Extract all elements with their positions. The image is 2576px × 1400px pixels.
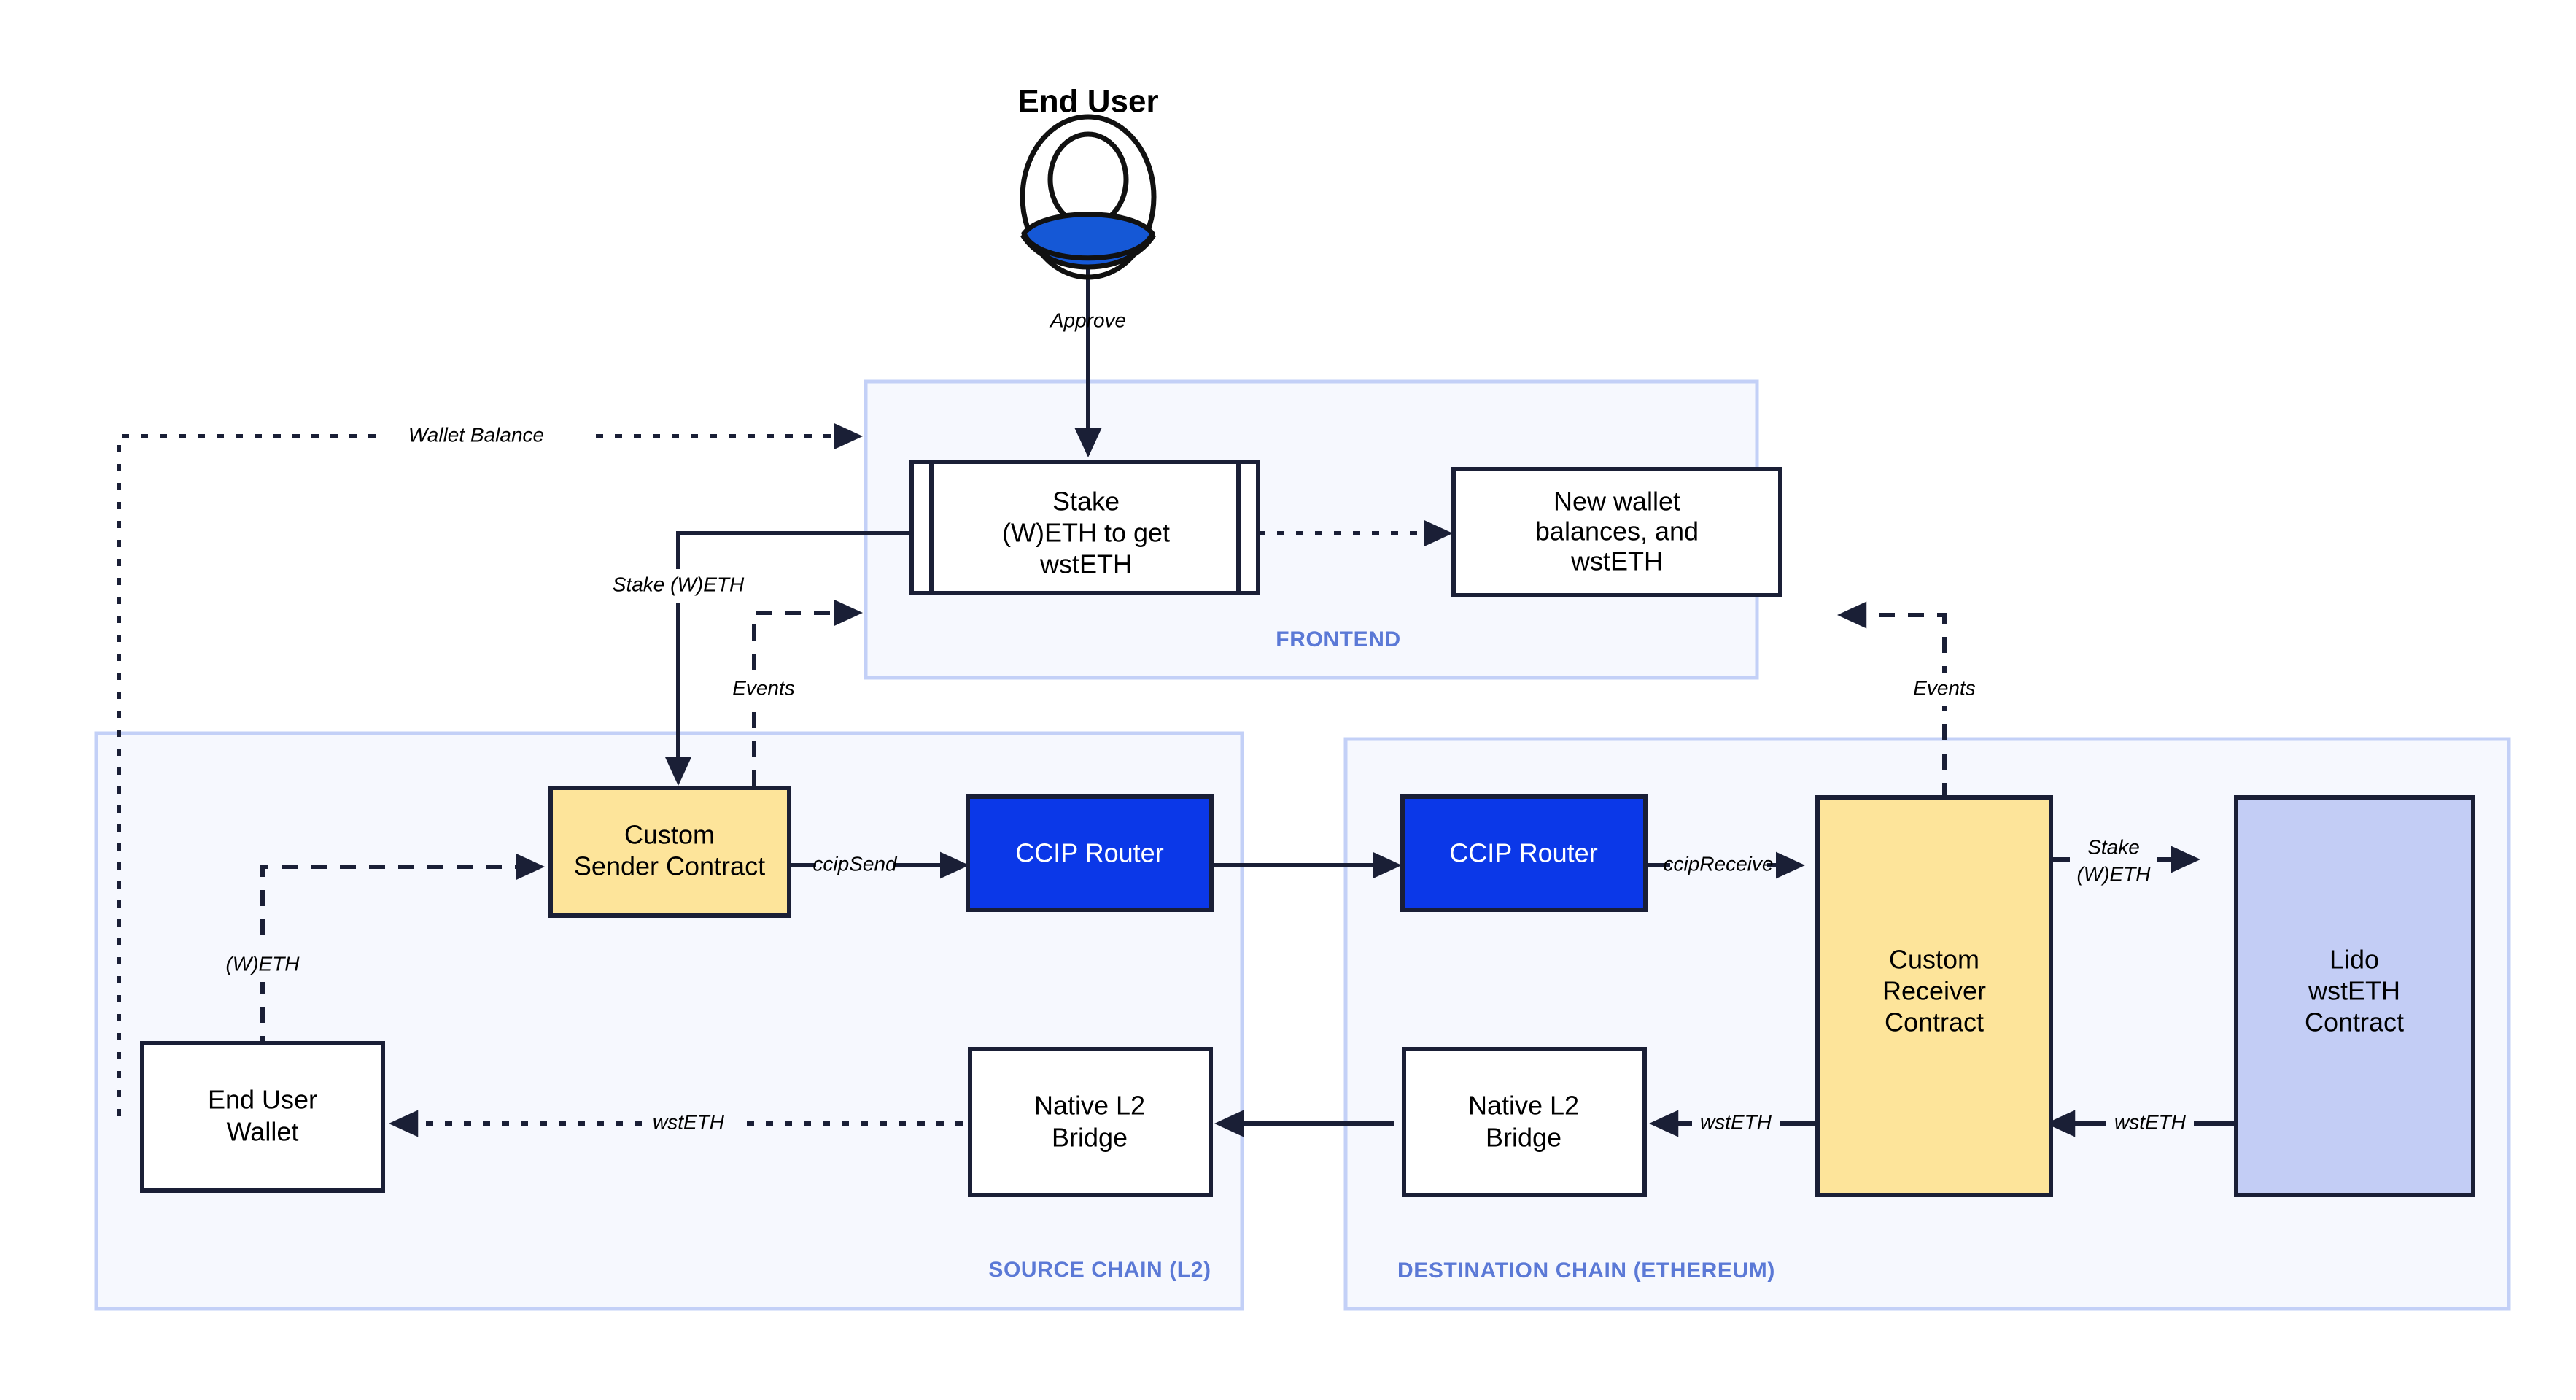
node-label-line: Contract (2305, 1008, 2404, 1037)
node-label-line: New wallet (1553, 487, 1680, 517)
edge-label-events-dest: Events (1913, 676, 1976, 699)
node-custom-receiver-contract[interactable]: Custom Receiver Contract (1815, 795, 2053, 1197)
edge-wsteth-wallet: wstETH (389, 1110, 963, 1137)
end-user-title: End User (1017, 84, 1158, 120)
edge-wallet-balance: Wallet Balance (117, 419, 863, 1116)
node-label-line: Lido (2329, 945, 2379, 975)
region-label-frontend: FRONTEND (1276, 627, 1400, 651)
node-end-user-wallet[interactable]: End User Wallet (140, 1041, 385, 1193)
edge-label-events-source: Events (732, 676, 795, 699)
node-label-line: Stake (1052, 487, 1120, 517)
node-label-line: (W)ETH to get (1002, 518, 1170, 548)
node-native-bridge-source[interactable]: Native L2 Bridge (968, 1047, 1213, 1197)
edge-events-dest: Events (1837, 601, 2009, 799)
node-label-line: wstETH (1039, 549, 1132, 579)
node-label-line: Receiver (1882, 976, 1986, 1006)
node-label-line: wstETH (2308, 976, 2400, 1006)
end-user-actor[interactable]: End User (1017, 84, 1159, 280)
node-label-line: Bridge (1052, 1123, 1128, 1153)
edge-stake-weth: Stake (W)ETH (591, 531, 912, 786)
region-label-source-chain: SOURCE CHAIN (L2) (988, 1258, 1211, 1282)
edge-label-approve: Approve (1049, 309, 1126, 331)
node-stake-form[interactable]: Stake (W)ETH to get wstETH (909, 460, 1260, 595)
node-label-line: Bridge (1486, 1123, 1561, 1153)
node-label-line: Native L2 (1468, 1091, 1579, 1121)
edge-ccip-send: ccipSend (789, 851, 969, 879)
edge-label-ccip-send: ccipSend (812, 852, 898, 875)
node-label-line: CCIP Router (1015, 838, 1163, 868)
edge-weth-transfer: (W)ETH (201, 853, 545, 1110)
edge-label-wsteth-wallet: wstETH (653, 1110, 725, 1133)
node-new-balances[interactable]: New wallet balances, and wstETH (1451, 467, 1782, 597)
edge-label-ccip-receive: ccipReceive (1664, 852, 1774, 875)
node-lido-wsteth-contract[interactable]: Lido wstETH Contract (2234, 795, 2475, 1197)
node-ccip-router-source[interactable]: CCIP Router (966, 794, 1214, 912)
edge-wsteth-bridge: wstETH (1649, 1110, 1815, 1137)
node-label-line: End User (208, 1085, 317, 1115)
edge-label-weth: (W)ETH (225, 952, 300, 975)
node-label-line: Wallet (227, 1117, 299, 1147)
node-ccip-router-dest[interactable]: CCIP Router (1400, 794, 1648, 912)
user-avatar-icon (1020, 114, 1157, 280)
edge-label-wsteth-bridge: wstETH (1700, 1110, 1772, 1133)
node-label-line: Native L2 (1034, 1091, 1145, 1121)
node-label-line: balances, and (1535, 517, 1699, 546)
edge-label-wallet-balance: Wallet Balance (408, 423, 544, 446)
node-label-line: Sender Contract (574, 851, 765, 881)
edge-label-stake-weth-lido-1: Stake (2087, 835, 2140, 858)
edge-wsteth-lido: wstETH (2046, 1110, 2234, 1137)
edge-label-stake-weth-lido-2: (W)ETH (2076, 862, 2151, 885)
edge-approve: Approve (1049, 263, 1126, 457)
region-label-destination-chain: DESTINATION CHAIN (ETHEREUM) (1397, 1258, 1775, 1283)
node-label-line: Custom (624, 820, 715, 850)
node-label-line: Custom (1889, 945, 1979, 975)
node-custom-sender-contract[interactable]: Custom Sender Contract (548, 786, 791, 918)
node-label-line: Contract (1885, 1008, 1984, 1037)
edge-label-stake-weth: Stake (W)ETH (613, 573, 745, 595)
edge-ccip-receive: ccipReceive (1645, 851, 1805, 879)
edge-label-wsteth-lido: wstETH (2114, 1110, 2187, 1133)
edge-events-source: Events (697, 599, 863, 786)
node-native-bridge-dest[interactable]: Native L2 Bridge (1402, 1047, 1647, 1197)
node-label-line: CCIP Router (1449, 838, 1597, 868)
node-label-line: wstETH (1570, 546, 1663, 576)
